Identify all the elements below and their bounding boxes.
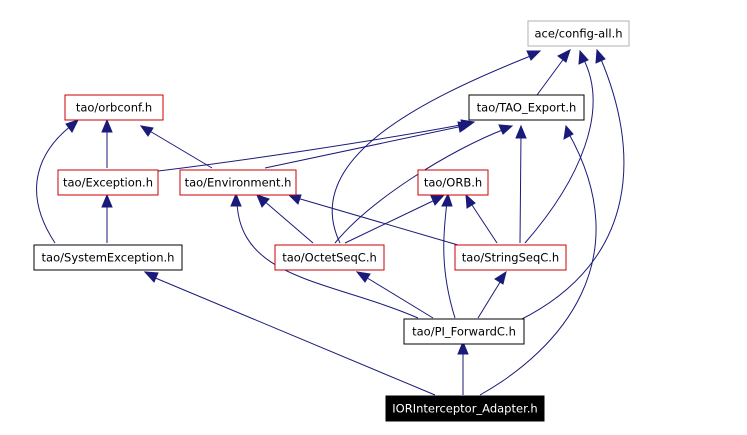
edge-octetseq-to-config-all: [331, 54, 534, 244]
node-orbconf[interactable]: tao/orbconf.h: [64, 94, 164, 121]
arrowhead: [287, 194, 302, 205]
edge-stringseq-to-orb: [469, 201, 498, 244]
edge-pi-forward-to-environment: [236, 201, 419, 319]
arrowhead: [563, 124, 574, 140]
arrowhead: [578, 49, 589, 65]
edge-exception-to-tao-export: [149, 123, 467, 173]
node-system-exception[interactable]: tao/SystemException.h: [33, 244, 183, 271]
arrowhead: [526, 50, 542, 61]
edge-pi-forward-to-stringseq: [477, 278, 503, 319]
node-tao-export[interactable]: tao/TAO_Export.h: [468, 94, 585, 121]
node-label: tao/StringSeqC.h: [462, 251, 559, 265]
node-label: IORInterceptor_Adapter.h: [392, 402, 537, 416]
arrowhead: [460, 119, 476, 131]
arrowhead: [101, 118, 113, 133]
edge-tao-export-to-config-all: [536, 56, 566, 96]
arrowhead: [498, 124, 514, 135]
edge-ior-to-system-exception: [152, 276, 436, 396]
edge-stringseq-to-environment: [296, 197, 459, 246]
node-label: tao/Exception.h: [63, 176, 153, 190]
arrowhead: [515, 124, 527, 139]
node-label: tao/TAO_Export.h: [477, 101, 577, 115]
edge-environment-to-orbconf: [147, 129, 213, 169]
node-stringseq[interactable]: tao/StringSeqC.h: [454, 244, 567, 271]
node-ior-interceptor-adapter[interactable]: IORInterceptor_Adapter.h: [385, 395, 545, 422]
arrowhead: [355, 271, 371, 283]
edge-environment-to-tao-export: [264, 125, 464, 169]
edge-pi-forward-to-octetseq: [363, 275, 434, 319]
node-label: tao/OctetSeqC.h: [282, 251, 377, 265]
node-pi-forward[interactable]: tao/PI_ForwardC.h: [403, 318, 525, 345]
arrowhead: [256, 194, 270, 208]
edge-pi-forward-to-config-all: [519, 56, 625, 321]
arrowhead: [494, 270, 507, 285]
node-label: tao/PI_ForwardC.h: [412, 325, 516, 339]
edge-octetseq-to-environment: [262, 199, 314, 244]
edge-system-exception-to-orbconf: [36, 124, 73, 244]
node-label: ace/config-all.h: [534, 27, 622, 41]
arrowhead: [465, 193, 476, 209]
edge-stringseq-to-tao-export: [519, 133, 522, 244]
node-exception[interactable]: tao/Exception.h: [57, 169, 159, 196]
node-environment[interactable]: tao/Environment.h: [179, 169, 297, 196]
node-config-all[interactable]: ace/config-all.h: [527, 20, 630, 47]
arrowhead: [430, 194, 446, 206]
arrowhead: [441, 192, 453, 207]
edge-octetseq-to-tao-export: [334, 128, 506, 244]
edge-pi-forward-to-orb: [443, 201, 456, 319]
arrowhead: [143, 271, 159, 283]
arrowhead: [230, 192, 242, 207]
edge-ior-to-tao-export: [479, 131, 597, 396]
edge-stringseq-to-config-all: [524, 57, 594, 244]
edge-octetseq-to-orb: [344, 198, 438, 244]
edges: [36, 48, 625, 396]
node-label: tao/orbconf.h: [76, 101, 152, 115]
arrowhead: [101, 193, 113, 208]
node-label: tao/ORB.h: [424, 176, 482, 190]
node-orb[interactable]: tao/ORB.h: [417, 169, 489, 196]
arrowhead: [595, 48, 606, 64]
arrowhead: [139, 125, 154, 137]
node-octetseq[interactable]: tao/OctetSeqC.h: [274, 244, 385, 271]
node-label: tao/Environment.h: [185, 176, 292, 190]
nodes: ace/config-all.h tao/TAO_Export.h tao/or…: [33, 20, 630, 422]
arrowhead: [65, 119, 79, 133]
arrowhead: [457, 340, 469, 355]
arrowhead: [557, 49, 571, 63]
node-label: tao/SystemException.h: [42, 251, 175, 265]
